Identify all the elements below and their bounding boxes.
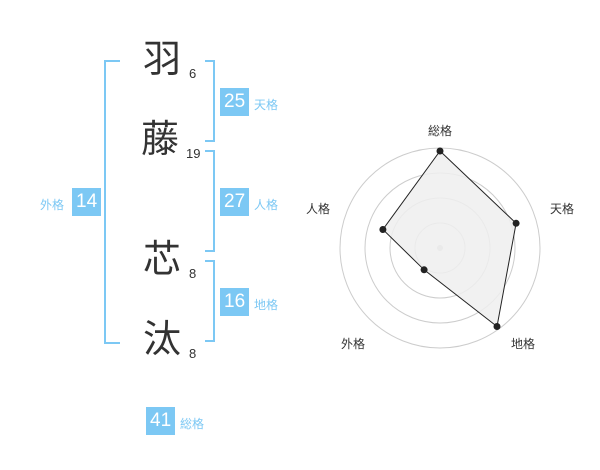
- soukaku-badge: 41: [146, 407, 176, 435]
- jinkaku-label: 人格: [254, 198, 279, 212]
- name-char-3: 芯: [143, 237, 182, 281]
- stroke-count-4: 8: [189, 346, 197, 361]
- gaikaku-bracket: [104, 60, 120, 344]
- gaikaku-label: 外格: [40, 198, 65, 212]
- radar-point-1: [436, 147, 444, 155]
- stroke-count-2: 19: [186, 146, 201, 161]
- chikaku-badge: 16: [220, 288, 250, 316]
- stroke-count-3: 8: [189, 266, 197, 281]
- radar-label-soukaku: 総格: [428, 124, 453, 138]
- radar-label-jinkaku: 人格: [306, 202, 331, 216]
- jinkaku-badge: 27: [220, 188, 250, 216]
- name-char-1: 羽: [143, 37, 182, 81]
- name-char-2: 藤: [141, 117, 180, 161]
- radar-label-chikaku: 地格: [511, 337, 536, 351]
- radar-point-3: [493, 323, 501, 330]
- soukaku-label: 総格: [180, 417, 205, 431]
- gaikaku-badge: 14: [72, 188, 102, 216]
- tenkaku-badge: 25: [220, 88, 250, 116]
- radar-point-2: [512, 219, 520, 227]
- radar-series-polygon: [382, 150, 517, 328]
- jinkaku-bracket: [205, 150, 215, 252]
- radar-point-4: [420, 266, 428, 274]
- tenkaku-bracket: [205, 60, 215, 142]
- radar-label-gaikaku: 外格: [341, 337, 366, 351]
- radar-point-5: [379, 226, 387, 233]
- chikaku-bracket: [205, 260, 215, 342]
- name-char-4: 汰: [143, 317, 182, 361]
- chikaku-label: 地格: [254, 298, 279, 312]
- stroke-count-1: 6: [189, 66, 197, 81]
- tenkaku-label: 天格: [254, 98, 279, 112]
- radar-label-tenkaku: 天格: [550, 202, 575, 216]
